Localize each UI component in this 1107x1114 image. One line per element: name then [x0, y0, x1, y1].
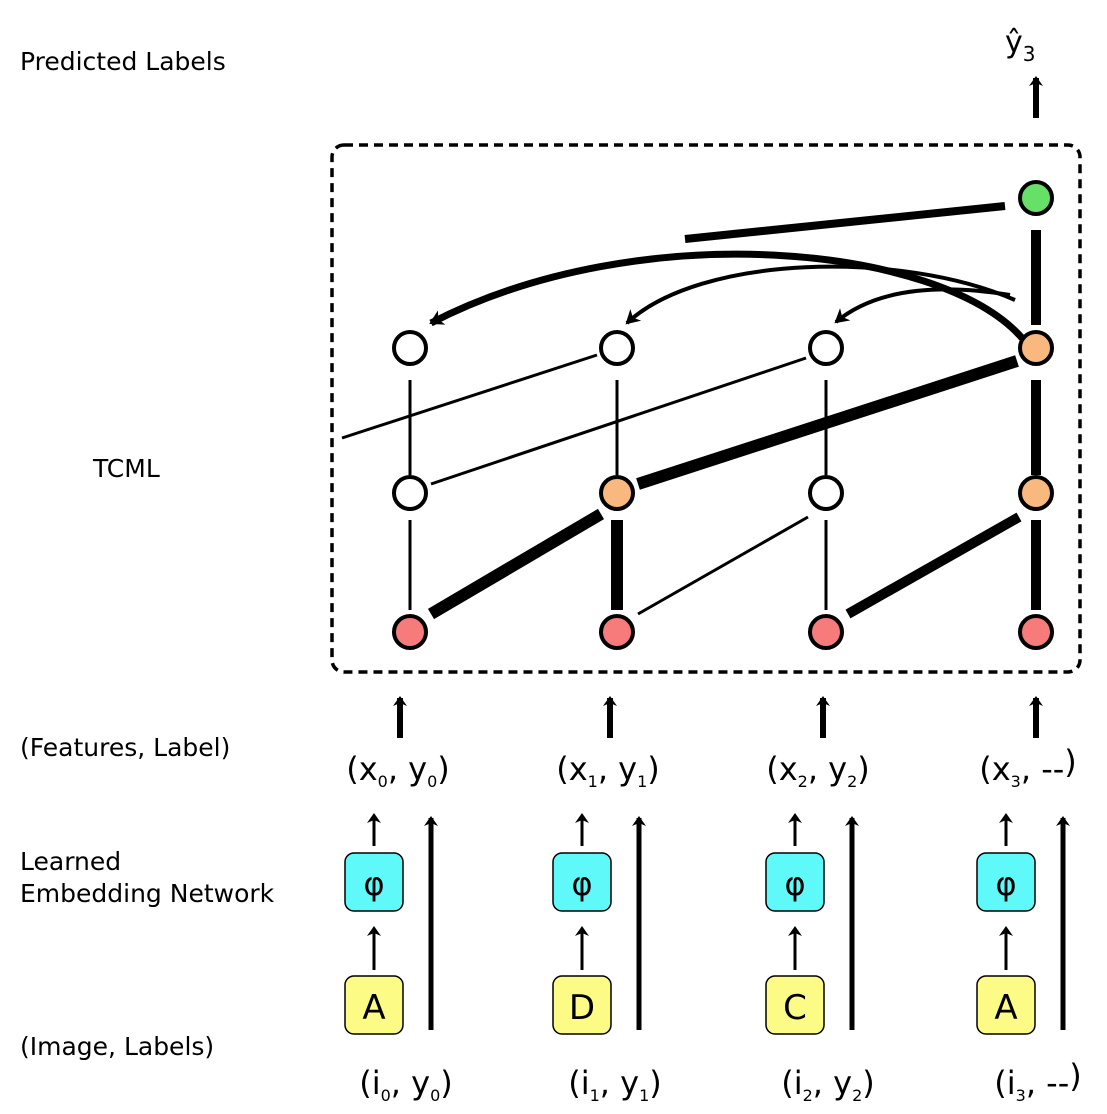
image-box-0 — [344, 975, 404, 1035]
row-label-images: (Image, Labels) — [20, 1032, 215, 1061]
column-1: (x1, y1) φ D (i1, y1) — [552, 696, 662, 1105]
row-label-features: (Features, Label) — [20, 733, 231, 762]
node-col2-mid — [808, 475, 844, 511]
embedding-box-0 — [344, 852, 404, 912]
input-label-0: (i0, y0) — [359, 1064, 453, 1105]
attention-arrow-to-col0 — [429, 250, 1025, 341]
node-col2-input — [808, 614, 844, 650]
edge-output-to-attention — [684, 202, 1006, 243]
embedding-symbol-2: φ — [784, 865, 805, 903]
edge-diag-col1-low — [427, 508, 605, 620]
row-label-predicted: Predicted Labels — [20, 47, 226, 76]
embedding-symbol-0: φ — [363, 865, 384, 903]
embedding-box-1 — [552, 852, 612, 912]
embedding-symbol-3: φ — [995, 865, 1016, 903]
attention-arrow-to-col2 — [834, 287, 1011, 324]
image-letter-0: A — [362, 988, 385, 1028]
tcml-edges — [341, 202, 1041, 620]
embedding-symbol-1: φ — [571, 865, 592, 903]
edge-diag-col3-low — [845, 512, 1022, 619]
feature-label-1: (x1, y1) — [556, 750, 660, 791]
node-col1-mid — [599, 475, 635, 511]
feature-label-3: (x3, --) — [979, 743, 1077, 791]
node-col3-input — [1018, 614, 1054, 650]
input-label-1: (i1, y1) — [568, 1064, 662, 1105]
edge-diag-col2-top — [636, 355, 1019, 490]
image-letter-1: D — [569, 988, 595, 1028]
row-label-embedding-line2: Embedding Network — [20, 879, 275, 908]
tcml-block — [330, 143, 1082, 674]
edge-diag-col2-low — [637, 515, 809, 616]
node-col1-input — [599, 614, 635, 650]
column-0: (x0, y0) φ A (i0, y0) — [344, 696, 453, 1105]
column-3: (x3, --) φ A (i3, --) — [976, 696, 1082, 1105]
node-col2-top — [808, 330, 844, 366]
image-box-3 — [976, 975, 1036, 1035]
image-box-1 — [552, 975, 612, 1035]
feature-label-0: (x0, y0) — [346, 750, 450, 791]
node-col0-mid — [392, 475, 428, 511]
node-col0-input — [392, 614, 428, 650]
embedding-box-3 — [976, 852, 1036, 912]
input-label-2: (i2, y2) — [781, 1064, 875, 1105]
image-letter-3: A — [994, 988, 1017, 1028]
edge-diag-col1-top — [430, 356, 807, 486]
row-label-embedding-line1: Learned — [20, 847, 122, 876]
row-label-tcml: TCML — [93, 454, 160, 483]
predicted-label-output: ŷ3 — [1005, 25, 1036, 66]
image-box-2 — [765, 975, 825, 1035]
attention-arrow-to-col1 — [625, 264, 1016, 325]
node-col0-top — [392, 330, 428, 366]
feature-label-2: (x2, y2) — [766, 750, 870, 791]
edge-diag-col0-top — [341, 353, 598, 440]
node-col1-top — [599, 330, 635, 366]
output-node — [1018, 180, 1054, 216]
column-2: (x2, y2) φ C (i2, y2) — [765, 696, 875, 1105]
image-letter-2: C — [783, 988, 807, 1028]
embedding-box-2 — [765, 852, 825, 912]
tcml-nodes — [392, 180, 1054, 650]
node-col3-mid — [1018, 475, 1054, 511]
input-label-3: (i3, --) — [994, 1057, 1081, 1105]
node-col3-top — [1018, 330, 1054, 366]
